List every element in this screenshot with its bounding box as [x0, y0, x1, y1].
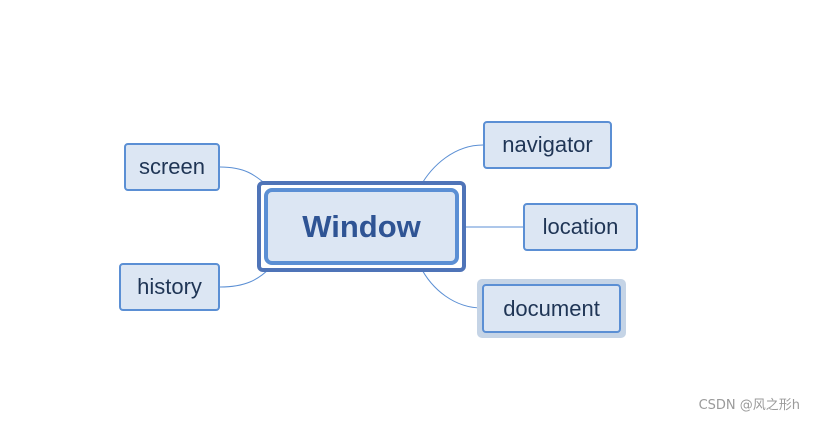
connector-navigator — [419, 144, 484, 188]
central-node-label: Window — [302, 208, 421, 244]
branch-node-label: document — [503, 295, 600, 321]
watermark: CSDN @风之形h — [698, 398, 800, 413]
branch-node-location[interactable]: location — [523, 203, 638, 251]
branch-node-label: screen — [138, 154, 206, 179]
branch-node-label: location — [542, 214, 619, 239]
branch-node-navigator[interactable]: navigator — [483, 121, 612, 169]
central-node-window[interactable]: Window — [264, 188, 459, 265]
branch-node-document[interactable]: document — [482, 284, 621, 333]
branch-node-screen[interactable]: screen — [124, 143, 220, 191]
branch-node-label: history — [137, 274, 202, 299]
connector-document — [419, 265, 483, 309]
branch-node-label: navigator — [502, 132, 593, 157]
branch-node-history[interactable]: history — [119, 263, 220, 311]
